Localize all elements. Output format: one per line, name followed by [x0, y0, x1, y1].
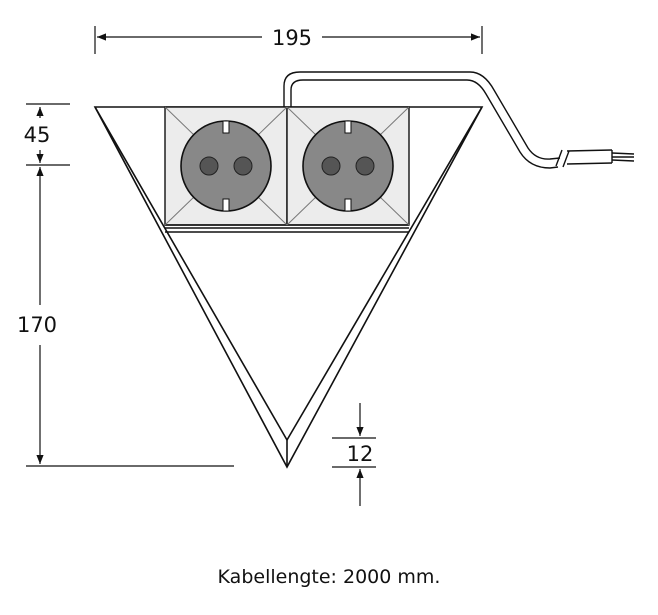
power-cable: [283, 71, 635, 169]
dimension-width: [94, 26, 483, 54]
dimension-width-label: 195: [272, 26, 312, 50]
dimension-top-height-label: 45: [24, 123, 51, 147]
socket-right: [302, 120, 394, 212]
dimension-total-height-label: 170: [17, 313, 57, 337]
dimension-thickness-label: 12: [347, 442, 374, 466]
cable-length-caption: Kabellengte: 2000 mm.: [217, 566, 441, 588]
dimension-heights: [26, 103, 234, 467]
dimension-thickness: [332, 403, 376, 506]
socket-left: [180, 120, 272, 212]
